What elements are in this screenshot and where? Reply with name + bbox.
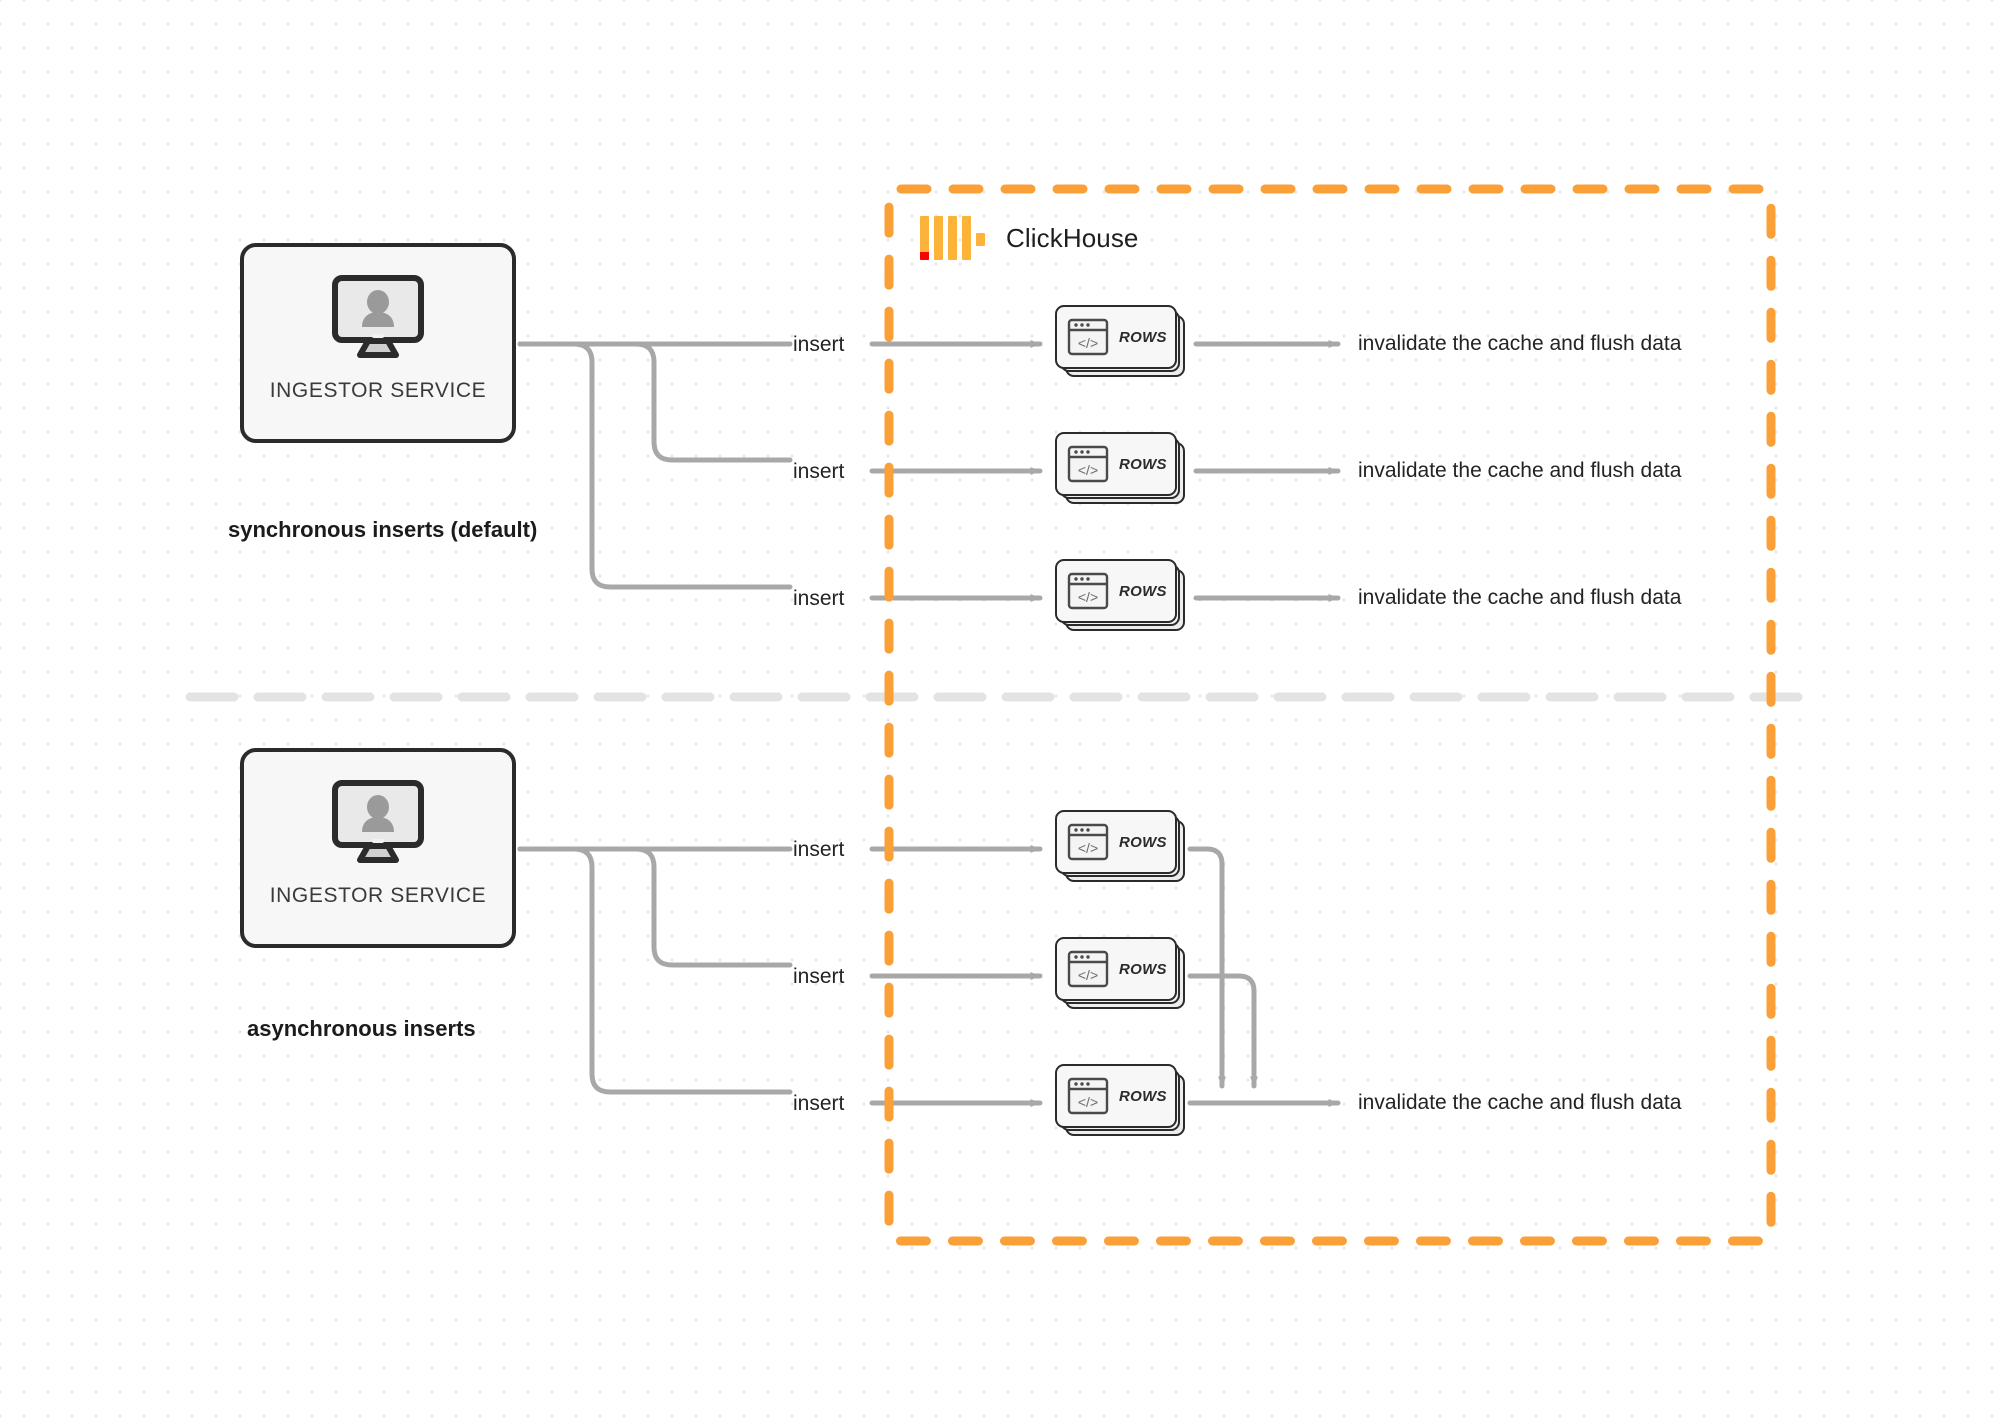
output-label-invalidate-cache: invalidate the cache and flush data	[1358, 459, 1682, 482]
clickhouse-title: ClickHouse	[1006, 222, 1139, 253]
rows-node-label: ROWS	[1119, 582, 1167, 600]
monitor-user-icon	[332, 275, 424, 358]
svg-text:</>: </>	[1078, 1094, 1098, 1110]
section-caption-asynchronous: asynchronous inserts	[247, 1016, 476, 1041]
rows-node[interactable]: </> ROWS	[1055, 937, 1189, 1015]
rows-node[interactable]: </> ROWS	[1055, 810, 1189, 888]
wire-sync-branch-3	[517, 341, 793, 590]
svg-text:</>: </>	[1078, 840, 1098, 856]
clickhouse-header: ClickHouse	[920, 216, 1139, 260]
svg-text:</>: </>	[1078, 462, 1098, 478]
rows-node[interactable]: </> ROWS	[1055, 432, 1189, 510]
svg-text:</>: </>	[1078, 335, 1098, 351]
output-label-invalidate-cache-merged: invalidate the cache and flush data	[1358, 1091, 1682, 1114]
code-window-icon: </>	[1067, 1077, 1109, 1115]
monitor-user-icon	[332, 780, 424, 863]
edge-label-insert: insert	[793, 460, 845, 483]
clickhouse-logo-icon	[920, 216, 985, 260]
ingestor-service-label: INGESTOR SERVICE	[269, 379, 487, 402]
rows-node-label: ROWS	[1119, 328, 1167, 346]
ingestor-service-sync[interactable]: INGESTOR SERVICE	[240, 243, 516, 443]
output-label-invalidate-cache: invalidate the cache and flush data	[1358, 332, 1682, 355]
rows-node[interactable]: </> ROWS	[1055, 1064, 1189, 1142]
rows-node-label: ROWS	[1119, 455, 1167, 473]
edge-label-insert: insert	[793, 1092, 845, 1115]
edge-label-insert: insert	[793, 838, 845, 861]
edge-label-insert: insert	[793, 587, 845, 610]
code-window-icon: </>	[1067, 950, 1109, 988]
output-label-invalidate-cache: invalidate the cache and flush data	[1358, 586, 1682, 609]
rows-node-label: ROWS	[1119, 833, 1167, 851]
wire-async-branch-3	[517, 846, 793, 1095]
rows-node[interactable]: </> ROWS	[1055, 559, 1189, 637]
rows-node-label: ROWS	[1119, 1087, 1167, 1105]
rows-node-label: ROWS	[1119, 960, 1167, 978]
edge-label-insert: insert	[793, 965, 845, 988]
code-window-icon: </>	[1067, 823, 1109, 861]
ingestor-service-async[interactable]: INGESTOR SERVICE	[240, 748, 516, 948]
wire-async-branch-2	[517, 846, 793, 968]
wire-sync-branch-2	[517, 341, 793, 463]
edge-label-insert: insert	[793, 333, 845, 356]
svg-text:</>: </>	[1078, 589, 1098, 605]
code-window-icon: </>	[1067, 445, 1109, 483]
rows-node[interactable]: </> ROWS	[1055, 305, 1189, 383]
code-window-icon: </>	[1067, 318, 1109, 356]
clickhouse-boundary	[884, 184, 1776, 1246]
section-caption-synchronous: synchronous inserts (default)	[228, 517, 538, 542]
code-window-icon: </>	[1067, 572, 1109, 610]
svg-text:</>: </>	[1078, 967, 1098, 983]
ingestor-service-label: INGESTOR SERVICE	[269, 884, 487, 907]
